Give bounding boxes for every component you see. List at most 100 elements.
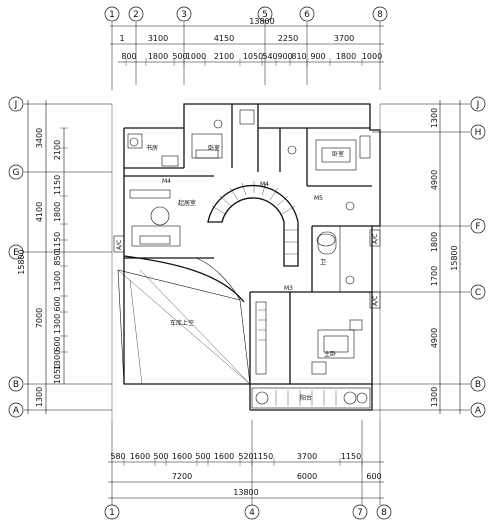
- dim-left-r2-6: 600: [53, 296, 62, 311]
- axis-right-B: B: [475, 380, 481, 390]
- axis-top-1: 1: [109, 10, 115, 20]
- dim-bottom-total: 13800: [233, 488, 258, 497]
- top-axis-markers: 1 2 3 5 6 8: [104, 6, 388, 22]
- axis-right-H: H: [475, 128, 482, 138]
- tag-m4-2: M4: [260, 181, 269, 188]
- dim-top-r2-2: 500: [172, 52, 187, 61]
- label-garage-void: 车库上空: [170, 319, 194, 327]
- dim-top-total: 13800: [249, 17, 274, 26]
- dim-bottom-r1-4: 500: [195, 452, 210, 461]
- spiral-staircase: [207, 181, 299, 267]
- dim-right-4: 4900: [430, 328, 439, 348]
- dim-bottom-r1-1: 1600: [130, 452, 150, 461]
- dim-bottom-r1-9: 1150: [341, 452, 361, 461]
- dim-top-r2-8: 810: [291, 52, 306, 61]
- dim-bottom-r1-7: 1150: [253, 452, 273, 461]
- room-labels: 起居室 书房 主卧 卧室 卧室 卫 阳台: [146, 144, 344, 402]
- axis-top-3: 3: [181, 10, 187, 20]
- axis-left-E: E: [13, 248, 19, 258]
- dim-left-total: 15800: [17, 249, 26, 274]
- axis-top-6: 6: [304, 10, 310, 20]
- study-furniture: [127, 133, 179, 167]
- dim-left-r2-7: 1300: [53, 314, 62, 334]
- axis-right-C: C: [475, 288, 481, 298]
- dim-bottom-r2-2: 600: [366, 472, 381, 481]
- axis-bottom-8: 8: [381, 508, 387, 518]
- axis-left-J: J: [14, 100, 18, 110]
- dim-top-r1-4: 3700: [334, 34, 354, 43]
- axis-top-8: 8: [377, 10, 383, 20]
- left-dimension-chain: 15800 3400 4100 7000 1300 2100 1150 1800…: [17, 100, 112, 414]
- dim-left-r1-3: 1300: [35, 387, 44, 407]
- upper-rooms-furniture: [191, 109, 371, 171]
- right-dimension-chain: 15800 1300 4900 1800 1700 4900 1300: [372, 100, 470, 414]
- axis-left-B: B: [13, 380, 19, 390]
- dim-left-r2-0: 2100: [53, 140, 62, 160]
- dim-right-0: 1300: [430, 108, 439, 128]
- axis-top-2: 2: [133, 10, 139, 20]
- label-study: 书房: [146, 144, 158, 152]
- dim-bottom-r2-1: 6000: [297, 472, 317, 481]
- dim-top-r1-0: 1: [119, 34, 124, 43]
- axis-bottom-1: 1: [109, 508, 115, 518]
- dim-bottom-r2-0: 7200: [172, 472, 192, 481]
- dim-left-r1-1: 4100: [35, 202, 44, 222]
- dim-bottom-r1-3: 1600: [172, 452, 192, 461]
- dim-bottom-r1-5: 1600: [214, 452, 234, 461]
- dim-top-r2-4: 2100: [214, 52, 234, 61]
- balcony-planters: [251, 387, 371, 409]
- dim-top-r2-6: 540: [262, 52, 277, 61]
- dim-left-r2-9: 1300: [53, 350, 62, 370]
- dim-bottom-r1-6: 520: [238, 452, 253, 461]
- axis-right-F: F: [475, 222, 480, 232]
- left-axis-markers: J G E B A: [8, 96, 24, 418]
- axis-left-A: A: [13, 406, 20, 416]
- dim-top-r2-11: 1000: [362, 52, 382, 61]
- dim-left-r1-2: 7000: [35, 308, 44, 328]
- dim-left-r2-8: 600: [53, 336, 62, 351]
- dim-top-r1-1: 3100: [148, 34, 168, 43]
- tag-ac-right-1: A/C: [372, 234, 379, 244]
- axis-top-5: 5: [262, 10, 268, 20]
- label-bath: 卫: [320, 259, 326, 266]
- garage-void-area: 车库上空: [117, 269, 251, 385]
- label-master-bedroom: 主卧: [324, 350, 336, 358]
- interior-walls: [124, 104, 372, 384]
- label-bedroom-2: 卧室: [332, 150, 344, 158]
- tag-ac-right-2: A/C: [372, 296, 379, 306]
- grid-lines-interior: [111, 104, 381, 420]
- bath-furniture: [316, 201, 355, 285]
- dim-top-r1-2: 4150: [214, 34, 234, 43]
- axis-bottom-7: 7: [357, 508, 363, 518]
- dim-top-r2-1: 1800: [148, 52, 168, 61]
- dim-left-r2-2: 1800: [53, 202, 62, 222]
- master-bedroom-furniture: [255, 301, 363, 375]
- dim-right-5: 1300: [430, 387, 439, 407]
- dim-left-r2-4: 850: [53, 250, 62, 265]
- tag-ac-left: A/C: [116, 240, 123, 250]
- label-bedroom-1: 卧室: [208, 144, 220, 152]
- dim-left-r1-0: 3400: [35, 128, 44, 148]
- living-furniture: [129, 189, 181, 247]
- tag-m3: M3: [284, 285, 293, 292]
- dim-left-r2-1: 1150: [53, 175, 62, 195]
- axis-right-J: J: [476, 100, 480, 110]
- door-and-ac-tags: A/C A/C A/C M4 M4 M3 M5: [113, 178, 381, 309]
- dim-top-r2-3: 1000: [186, 52, 206, 61]
- dim-bottom-r1-8: 3700: [297, 452, 317, 461]
- dim-top-r2-10: 1800: [336, 52, 356, 61]
- tag-m5: M5: [314, 195, 323, 202]
- dim-top-r2-0: 800: [121, 52, 136, 61]
- dim-right-3: 1700: [430, 266, 439, 286]
- dim-left-r2-10: 1050: [53, 364, 62, 384]
- dim-right-2: 1800: [430, 232, 439, 252]
- dim-right-1: 4900: [430, 170, 439, 190]
- dim-top-r2-9: 900: [310, 52, 325, 61]
- exterior-walls: [123, 103, 381, 411]
- dim-left-r2-5: 1300: [53, 271, 62, 291]
- dim-top-r2-7: 900: [277, 52, 292, 61]
- top-dimension-chain: 13800 1 3100 4150 2250 3700 800 1800 500…: [110, 17, 384, 90]
- axis-left-G: G: [13, 168, 20, 178]
- bottom-axis-markers: 1 4 7 8: [104, 504, 392, 520]
- label-balcony: 阳台: [300, 394, 312, 402]
